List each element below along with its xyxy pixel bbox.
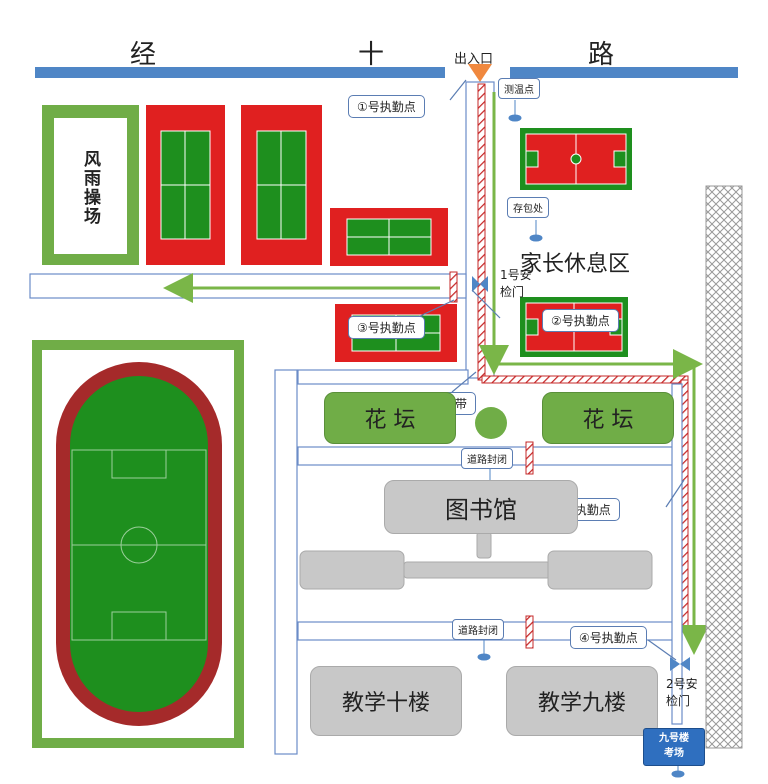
flower-bed-right: 花 坛 xyxy=(542,392,674,444)
road-label-left: 经 xyxy=(130,40,157,70)
gate-label: 出入口 xyxy=(454,52,494,67)
road-bar-right xyxy=(510,67,738,78)
parent-rest-area-label: 家长休息区 xyxy=(520,252,631,277)
gate1-label-line2: 检门 xyxy=(500,285,525,299)
gate1-label-line1: 1号安 xyxy=(500,268,532,282)
duty-point-2: ②号执勤点 xyxy=(542,309,619,332)
round-flower-bed xyxy=(475,407,507,439)
road-label-middle: 十 xyxy=(358,40,385,70)
exam-label-line2: 考场 xyxy=(664,748,684,759)
gate2-label-line2: 检门 xyxy=(666,694,691,708)
teaching-building-10-label: 教学十楼 xyxy=(341,691,430,716)
closure-2 xyxy=(525,615,534,649)
west-road xyxy=(274,369,298,755)
gate1-symbol xyxy=(472,276,488,292)
flower-bed-right-label: 花 坛 xyxy=(582,408,634,433)
road-bar-left xyxy=(35,67,445,78)
basketball-court-1 xyxy=(520,128,632,190)
teaching-building-9: 教学九楼 xyxy=(506,666,658,736)
road-north xyxy=(297,369,469,385)
closure-1 xyxy=(525,441,534,475)
wing-connector xyxy=(403,561,551,579)
library-label: 图书馆 xyxy=(445,495,517,524)
teaching-building-9-label: 教学九楼 xyxy=(537,691,626,716)
flower-bed-left: 花 坛 xyxy=(324,392,456,444)
duty-point-4: ④号执勤点 xyxy=(570,626,647,649)
duty-point-3a: ③号执勤点 xyxy=(348,316,425,339)
track-field xyxy=(32,340,244,748)
warning-tape-vertical xyxy=(477,83,486,381)
rain-field-label: 风雨操场 xyxy=(80,150,100,226)
west-corridor xyxy=(29,273,467,299)
warning-tape-gate1 xyxy=(449,271,458,303)
court-3 xyxy=(330,208,448,266)
gate-marker xyxy=(468,64,492,82)
wing-right xyxy=(547,550,653,590)
flower-bed-left-label: 花 坛 xyxy=(364,408,416,433)
duty-point-1: ①号执勤点 xyxy=(348,95,425,118)
wing-left xyxy=(299,550,405,590)
court-1 xyxy=(146,105,225,265)
gate2-label-line1: 2号安 xyxy=(666,677,698,691)
warning-tape-horizontal xyxy=(481,375,689,384)
road-closed-tag-1: 道路封闭 xyxy=(461,448,513,469)
teaching-building-10: 教学十楼 xyxy=(310,666,462,736)
bag-point-tag: 存包处 xyxy=(507,197,549,218)
gate2-symbol xyxy=(670,657,690,671)
road-closed-tag-2: 道路封闭 xyxy=(452,619,504,640)
road-label-right: 路 xyxy=(588,40,615,70)
temp-point-tag: 测温点 xyxy=(498,78,540,99)
court-2 xyxy=(241,105,322,265)
library-stem xyxy=(476,531,492,559)
library: 图书馆 xyxy=(384,480,578,534)
exam-building-box: 九号楼 考场 xyxy=(643,728,705,766)
east-wall xyxy=(705,185,743,749)
exam-label-line1: 九号楼 xyxy=(659,733,689,744)
road-east xyxy=(671,383,683,725)
